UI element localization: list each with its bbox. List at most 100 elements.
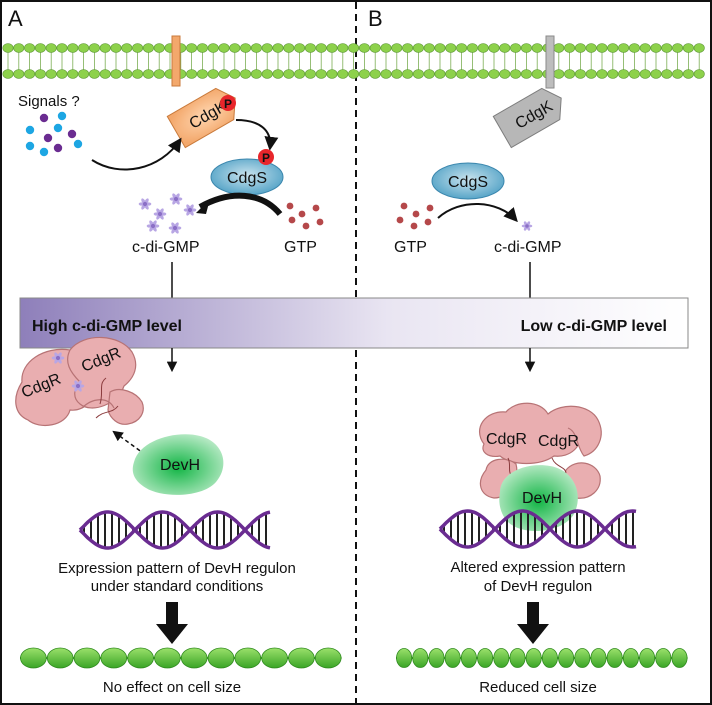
- lipid-head: [283, 43, 295, 53]
- lipid-head: [45, 69, 57, 79]
- lipid-head: [88, 43, 100, 53]
- lipid-head: [13, 69, 25, 79]
- lipid-head: [466, 69, 478, 79]
- lipid-head: [337, 43, 349, 53]
- lipid-head: [283, 69, 295, 79]
- cell: [558, 648, 575, 668]
- c-di-gmp-molecules-a: [138, 193, 197, 234]
- lipid-head: [412, 69, 424, 79]
- signals-label: Signals ?: [18, 93, 80, 110]
- lipid-head: [315, 43, 327, 53]
- lipid-head: [488, 43, 500, 53]
- lipid-head: [326, 43, 338, 53]
- lipid-head: [661, 69, 673, 79]
- lipid-head: [88, 69, 100, 79]
- cell-filament-b: [396, 648, 688, 668]
- phospho-icon: [258, 149, 274, 165]
- gtp-label-a: GTP: [284, 239, 317, 256]
- cdgk-transmembrane-a: [171, 35, 181, 87]
- cdgr-label-b2: CdgR: [538, 433, 579, 450]
- cell: [100, 647, 128, 669]
- signal-molecules: [25, 111, 83, 157]
- lipid-head: [315, 69, 327, 79]
- cell: [606, 648, 623, 668]
- lipid-head: [574, 69, 586, 79]
- signal-dot: [25, 125, 35, 135]
- cell: [73, 647, 101, 669]
- lipid-head: [240, 69, 252, 79]
- dna-strand: [438, 509, 637, 549]
- cell: [444, 648, 461, 668]
- synthesis-arrow: [198, 192, 283, 217]
- lipid-head: [380, 69, 392, 79]
- cell: [412, 648, 429, 668]
- cell: [622, 648, 639, 668]
- lipid-head: [132, 69, 144, 79]
- cell: [261, 647, 288, 669]
- lipid-head: [121, 69, 133, 79]
- lipid-head: [218, 69, 230, 79]
- lipid-head: [391, 69, 403, 79]
- gtp-dot: [424, 218, 432, 226]
- bound-c-di-gmp: [51, 352, 85, 392]
- lipid-head: [628, 43, 640, 53]
- lipid-head: [499, 43, 511, 53]
- gtp-label-b: GTP: [394, 239, 427, 256]
- svg-text:P: P: [262, 151, 270, 165]
- gtp-dot: [426, 204, 434, 212]
- c-di-gmp-star: [153, 208, 167, 220]
- cell: [207, 647, 235, 669]
- lipid-head: [564, 69, 576, 79]
- lipid-head: [24, 43, 36, 53]
- dna-strand: [78, 510, 271, 550]
- cell: [20, 647, 47, 669]
- lipid-head: [456, 43, 468, 53]
- lipid-head: [24, 69, 36, 79]
- signal-dot: [43, 133, 53, 143]
- lipid-head: [445, 43, 457, 53]
- lipid-head: [56, 69, 68, 79]
- lipid-head: [304, 69, 316, 79]
- dna-helix-b: [438, 509, 637, 549]
- cell: [639, 648, 656, 668]
- gtp-molecules-b: [396, 202, 434, 230]
- signal-dot: [39, 147, 49, 157]
- svg-text:P: P: [224, 97, 232, 111]
- cdgr-devh-complex-b: CdgR CdgR DevH: [478, 402, 602, 532]
- lipid-head: [672, 69, 684, 79]
- lipid-head: [2, 69, 14, 79]
- caption-a-line2: under standard conditions: [91, 578, 264, 595]
- cell: [574, 648, 591, 668]
- lipid-head: [628, 69, 640, 79]
- signal-dot: [53, 143, 63, 153]
- lipid-head: [402, 69, 414, 79]
- lipid-head: [423, 69, 435, 79]
- lipid-head: [693, 43, 705, 53]
- lipid-head: [391, 43, 403, 53]
- gtp-dot: [286, 202, 294, 210]
- low-level-label: Low c-di-GMP level: [521, 318, 667, 335]
- lipid-head: [412, 43, 424, 53]
- c-di-gmp-level-band: [19, 297, 689, 349]
- gtp-dot: [288, 216, 296, 224]
- gtp-dot: [400, 202, 408, 210]
- lipid-head: [661, 43, 673, 53]
- gtp-molecules-a: [286, 202, 324, 230]
- lipid-head: [99, 43, 111, 53]
- lipid-head: [607, 69, 619, 79]
- signal-dot: [57, 111, 67, 121]
- lipid-head: [78, 69, 90, 79]
- cell: [288, 647, 315, 669]
- gtp-dot: [312, 204, 320, 212]
- cell: [46, 647, 74, 669]
- signal-dot: [53, 123, 63, 133]
- c-di-gmp-label-a: c-di-GMP: [132, 239, 200, 256]
- lipid-head: [553, 69, 565, 79]
- c-di-gmp-star: [168, 222, 182, 234]
- signal-arrow: [91, 137, 182, 171]
- lipid-head: [607, 43, 619, 53]
- devh-label-a: DevH: [160, 457, 200, 474]
- cell: [590, 648, 607, 668]
- lipid-head: [229, 43, 241, 53]
- gtp-dot: [298, 210, 306, 218]
